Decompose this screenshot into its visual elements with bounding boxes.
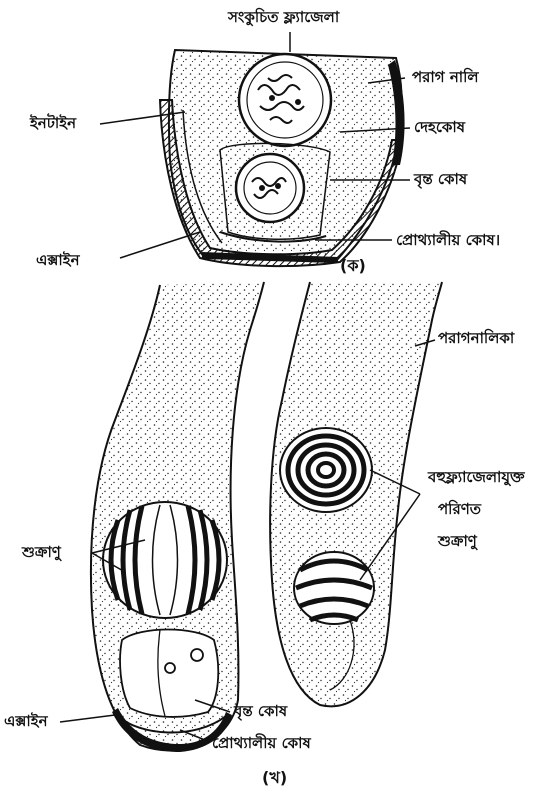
label-multiflagellate-line3: শুক্রাণু	[438, 534, 477, 549]
label-stalk-cell-b: বৃন্ত কোষ	[234, 704, 287, 719]
label-prothallial-cell-b: প্রোথ্যালীয় কোষ	[212, 736, 311, 751]
caption-a: (ক)	[340, 258, 366, 274]
diagram-b-left-tube	[91, 282, 264, 752]
label-body-cell: দেহকোষ	[414, 120, 465, 135]
body-cell-circle-upper	[239, 54, 331, 146]
sperm-banded-lower	[294, 552, 374, 624]
label-intine: ইনটাইন	[30, 116, 76, 131]
label-contracted-flagella: সংকুচিত ফ্ল্যাজেলা	[228, 10, 339, 25]
label-pollen-tube-a: পরাগ নালি	[412, 70, 479, 85]
label-sperm: শুক্রাণু	[22, 545, 61, 560]
label-prothallial-cell-a: প্রোথ্যালীয় কোষ।	[396, 233, 500, 248]
caption-b: (খ)	[262, 770, 287, 786]
body-cell-circle-lower	[236, 154, 304, 222]
label-stalk-cell-a: বৃন্ত কোষ	[414, 172, 467, 187]
label-multiflagellate-line1: বহুফ্ল্যাজেলাযুক্ত	[428, 470, 525, 485]
label-exine-b: এক্সাইন	[4, 714, 48, 729]
label-multiflagellate-line2: পরিণত	[438, 502, 481, 517]
label-exine-a: এক্সাইন	[36, 253, 80, 268]
sperm-spiral-upper	[280, 428, 372, 512]
label-pollen-tube-b: পরাগনালিকা	[438, 331, 514, 346]
